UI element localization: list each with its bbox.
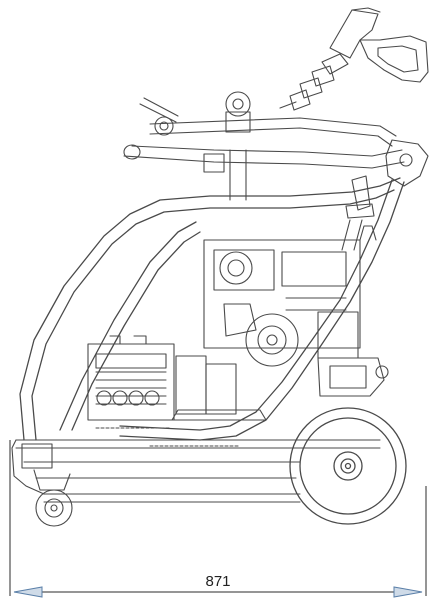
dimension-label: 871 xyxy=(205,573,230,590)
base-deck xyxy=(11,439,381,503)
dimension-arrow-left xyxy=(13,586,43,598)
hose-guide-arm xyxy=(341,139,429,251)
pump xyxy=(87,335,267,421)
front-caster-wheel xyxy=(33,469,73,527)
hose-hook-bracket xyxy=(139,91,251,136)
dimension-line xyxy=(9,440,427,598)
upper-handle-bars xyxy=(123,117,405,201)
spray-gun xyxy=(279,7,429,111)
rear-wheel xyxy=(289,407,407,525)
machine-outline xyxy=(11,7,429,527)
engine xyxy=(203,225,389,397)
dimension-arrow-right xyxy=(393,586,423,598)
hose-lines xyxy=(95,427,241,447)
main-frame-tube xyxy=(19,177,405,441)
